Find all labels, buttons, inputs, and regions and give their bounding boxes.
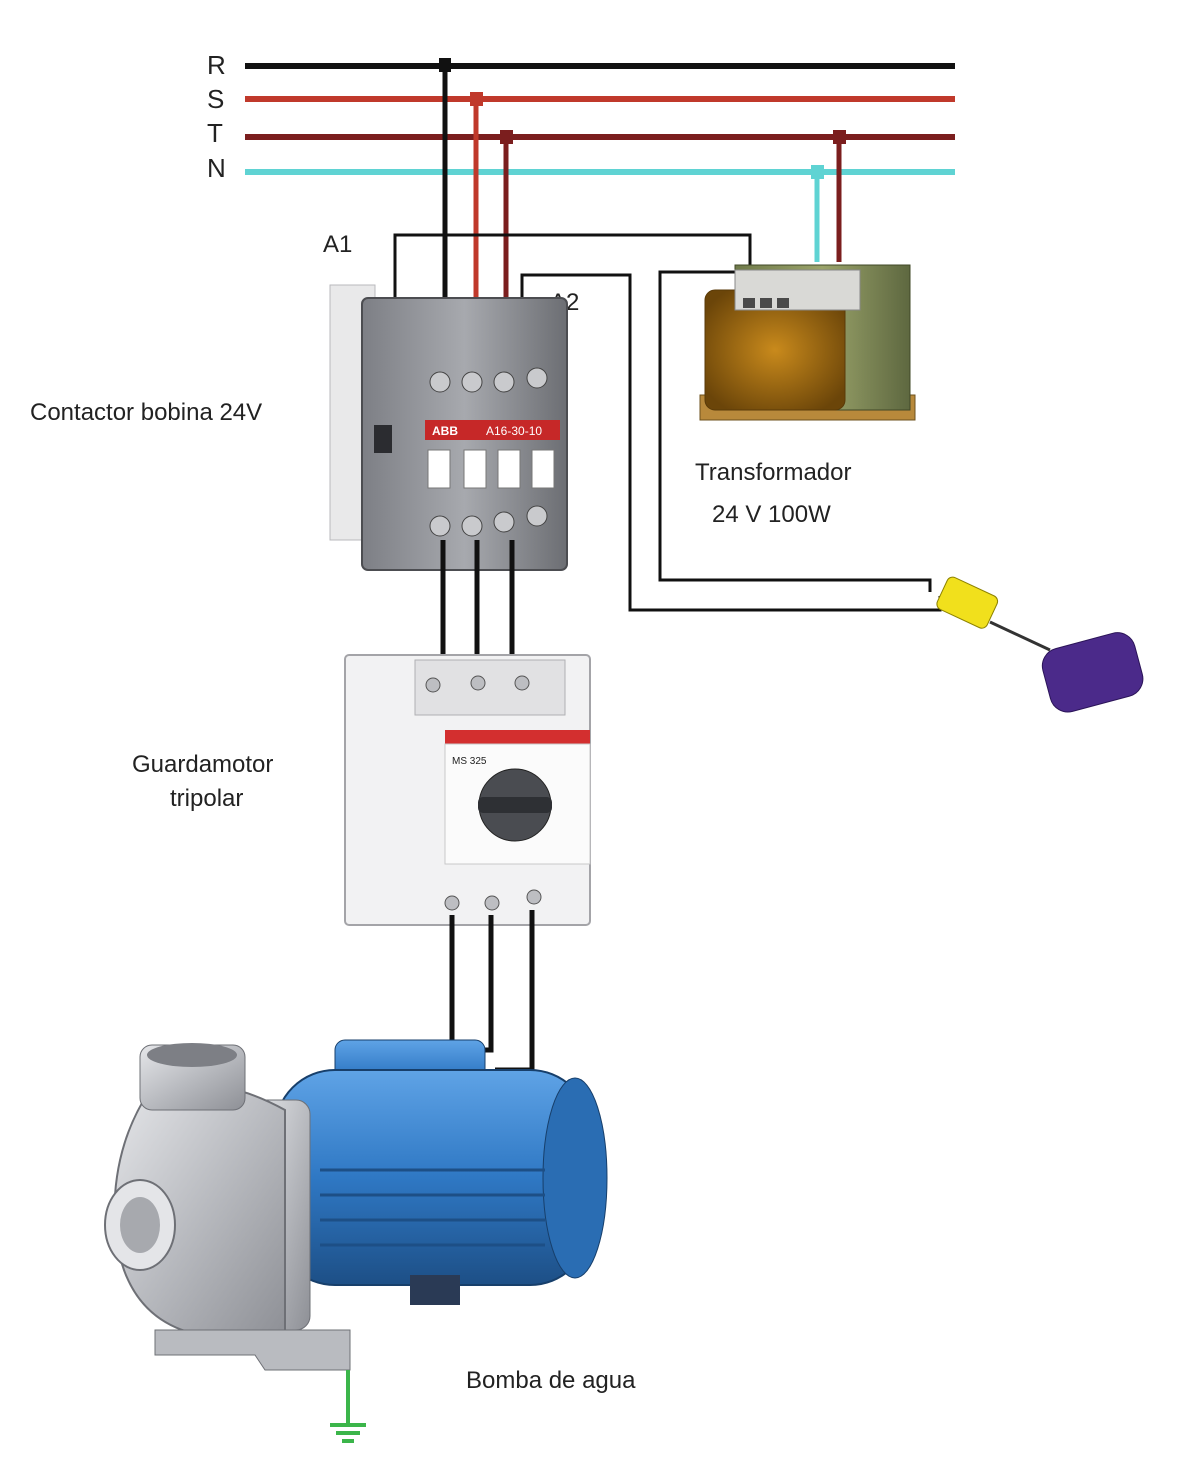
label-neutral-n: N [207,153,226,183]
label-motor-protector-line2: tripolar [170,785,243,812]
transformer-terminal-block [734,269,861,311]
float-switch-body [1041,632,1144,713]
float-switch-cable [989,620,1051,652]
contactor-brand: ABB [432,424,458,438]
terminal-screw [429,371,451,393]
terminal-screw [493,371,515,393]
label-phase-r: R [207,50,226,80]
protector-model: MS 325 [452,756,487,767]
contactor: ABB A16-30-10 [329,284,568,571]
label-motor-protector-line1: Guardamotor [132,751,273,778]
power-drops [439,58,846,360]
pump-outlet-opening [147,1043,237,1067]
protector-red-strip [445,730,590,744]
pump-base-foot [154,1329,351,1371]
pump-motor-foot [410,1275,460,1305]
protector-knob-handle [478,797,552,813]
contactor-side-window [374,425,392,453]
pump-motor-fins [320,1168,545,1247]
terminal-screw [526,505,548,527]
protector-upper-terminals [425,675,530,693]
label-contactor: Contactor bobina 24V [30,399,262,426]
contactor-label-strip [425,420,560,440]
contactor-white-pins [427,449,555,489]
label-pump: Bomba de agua [466,1367,636,1394]
terminal-screw [461,371,483,393]
label-transformer-line2: 24 V 100W [712,501,831,528]
label-phase-t: T [207,118,223,148]
label-transformer-line1: Transformador [695,459,852,486]
label-terminal-a1: A1 [323,231,352,258]
terminal-screw [429,515,451,537]
label-phase-s: S [207,84,224,114]
motor-protector: MS 325 [344,654,591,926]
busbars: R S T N [207,50,955,183]
contactor-upper-terminals [429,367,548,393]
pump-inlet-opening [120,1197,160,1253]
float-switch-connector [936,576,999,629]
transformer-terminals [743,298,789,308]
pump-volute [113,1083,286,1336]
contactor-lower-terminals [429,505,548,537]
float-switch [936,576,1144,713]
terminal-screw [493,511,515,533]
contactor-model: A16-30-10 [486,424,542,438]
junction-r [439,58,451,72]
ground-symbol [330,1370,366,1443]
terminal-screw [461,515,483,537]
pump-motor-end-cap [542,1077,608,1279]
transformer [699,264,916,421]
protector-lower-terminals [444,889,542,911]
water-pump [104,1039,608,1371]
terminal-screw [526,367,548,389]
